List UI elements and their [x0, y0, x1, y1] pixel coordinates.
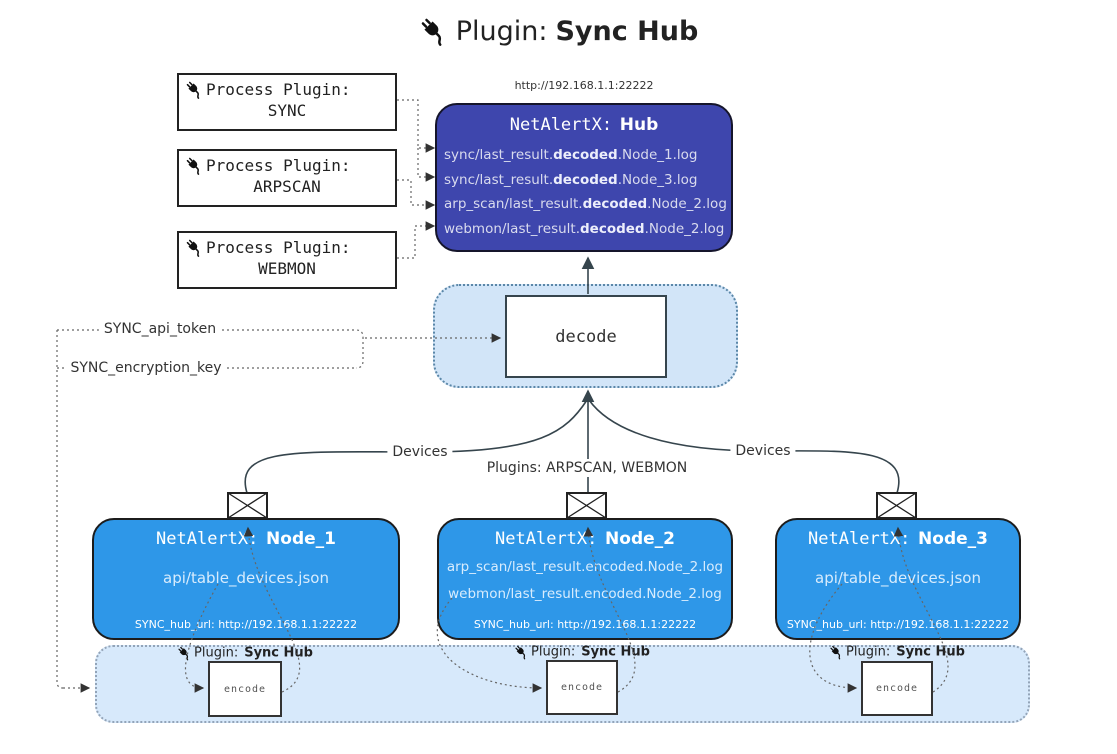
hub-url: http://192.168.1.1:22222: [514, 79, 654, 92]
edge-label-devices-right: Devices: [730, 442, 796, 460]
envelope-icon: [227, 492, 268, 519]
process-plugin-label: Process Plugin:: [206, 80, 351, 99]
process-plugin-webmon: Process Plugin: WEBMON: [177, 231, 397, 289]
sync-encryption-key-label: SYNC_encryption_key: [65, 359, 227, 377]
node-hub-url: SYNC_hub_url: http://192.168.1.1:22222: [473, 618, 697, 631]
hub-log-line: sync/last_result.decoded.Node_1.log: [444, 147, 698, 163]
encoder-label-1: Plugin:Sync Hub: [177, 645, 313, 661]
envelope-icon: [566, 492, 607, 519]
process-plugin-sync: Process Plugin: SYNC: [177, 73, 397, 131]
hub-log-line: sync/last_result.decoded.Node_3.log: [444, 171, 698, 188]
edge-webmon-to-log4: [397, 221, 436, 259]
plug-icon: [514, 645, 529, 660]
plug-icon: [185, 156, 204, 175]
process-plugin-name: WEBMON: [258, 259, 316, 278]
hub-title-prefix: NetAlertX:: [509, 115, 613, 135]
plug-icon: [185, 80, 204, 99]
plug-icon: [829, 645, 844, 660]
hub-log-line: arp_scan/last_result.decoded.Node_2.log: [444, 196, 727, 212]
node-title: NetAlertX:Node_1: [156, 529, 336, 549]
edge-arpscan-to-log3: [397, 179, 436, 210]
encode-box-3: encode: [861, 661, 933, 716]
encode-box-2: encode: [546, 660, 618, 715]
edge-settings-right: [355, 337, 364, 369]
node-title: NetAlertX:Node_2: [495, 529, 675, 549]
plug-icon: [185, 238, 204, 257]
edge-sync-to-log2: [417, 148, 436, 182]
decode-box: decode: [505, 295, 667, 378]
node-1-box: NetAlertX:Node_1 api/table_devices.json …: [92, 518, 400, 640]
process-plugin-arpscan: Process Plugin: ARPSCAN: [177, 149, 397, 207]
process-plugin-label: Process Plugin:: [206, 238, 351, 257]
node-2-box: NetAlertX:Node_2 arp_scan/last_result.en…: [437, 518, 733, 640]
process-plugin-label: Process Plugin:: [206, 156, 351, 175]
edge-label-plugins: Plugins: ARPSCAN, WEBMON: [481, 459, 693, 477]
process-plugin-name: ARPSCAN: [253, 177, 321, 196]
node-3-box: NetAlertX:Node_3 api/table_devices.json …: [775, 518, 1021, 640]
title-name: Sync Hub: [555, 16, 699, 47]
node-hub-url: SYNC_hub_url: http://192.168.1.1:22222: [134, 618, 358, 631]
node-file-line: api/table_devices.json: [163, 569, 329, 587]
hub-title: NetAlertX: Hub: [437, 115, 731, 135]
node-hub-url: SYNC_hub_url: http://192.168.1.1:22222: [786, 618, 1010, 631]
plug-icon: [177, 646, 192, 661]
sync-api-token-label: SYNC_api_token: [98, 320, 222, 338]
node-file-line: webmon/last_result.encoded.Node_2.log: [448, 586, 722, 602]
edge-sync-to-log1: [397, 99, 436, 153]
edge-settings-left: [56, 330, 64, 689]
node-file-line: api/table_devices.json: [815, 569, 981, 587]
encoder-label-3: Plugin:Sync Hub: [829, 644, 965, 660]
edge-label-devices-left: Devices: [387, 443, 453, 461]
encode-box-1: encode: [208, 661, 282, 717]
node-title: NetAlertX:Node_3: [808, 529, 988, 549]
hub-title-name: Hub: [619, 115, 659, 135]
hub-box: NetAlertX: Hub sync/last_result.decoded.N…: [435, 103, 733, 252]
process-plugin-name: SYNC: [267, 101, 307, 120]
plug-icon: [419, 16, 449, 46]
node-file-line: arp_scan/last_result.encoded.Node_2.log: [446, 559, 724, 575]
title-prefix: Plugin:: [455, 16, 548, 47]
encoder-label-2: Plugin:Sync Hub: [514, 644, 650, 660]
hub-log-line: webmon/last_result.decoded.Node_2.log: [444, 220, 725, 237]
envelope-icon: [876, 492, 917, 519]
page-title: Plugin:Sync Hub: [0, 16, 1117, 47]
hub-log-list: sync/last_result.decoded.Node_1.log sync…: [437, 143, 731, 241]
